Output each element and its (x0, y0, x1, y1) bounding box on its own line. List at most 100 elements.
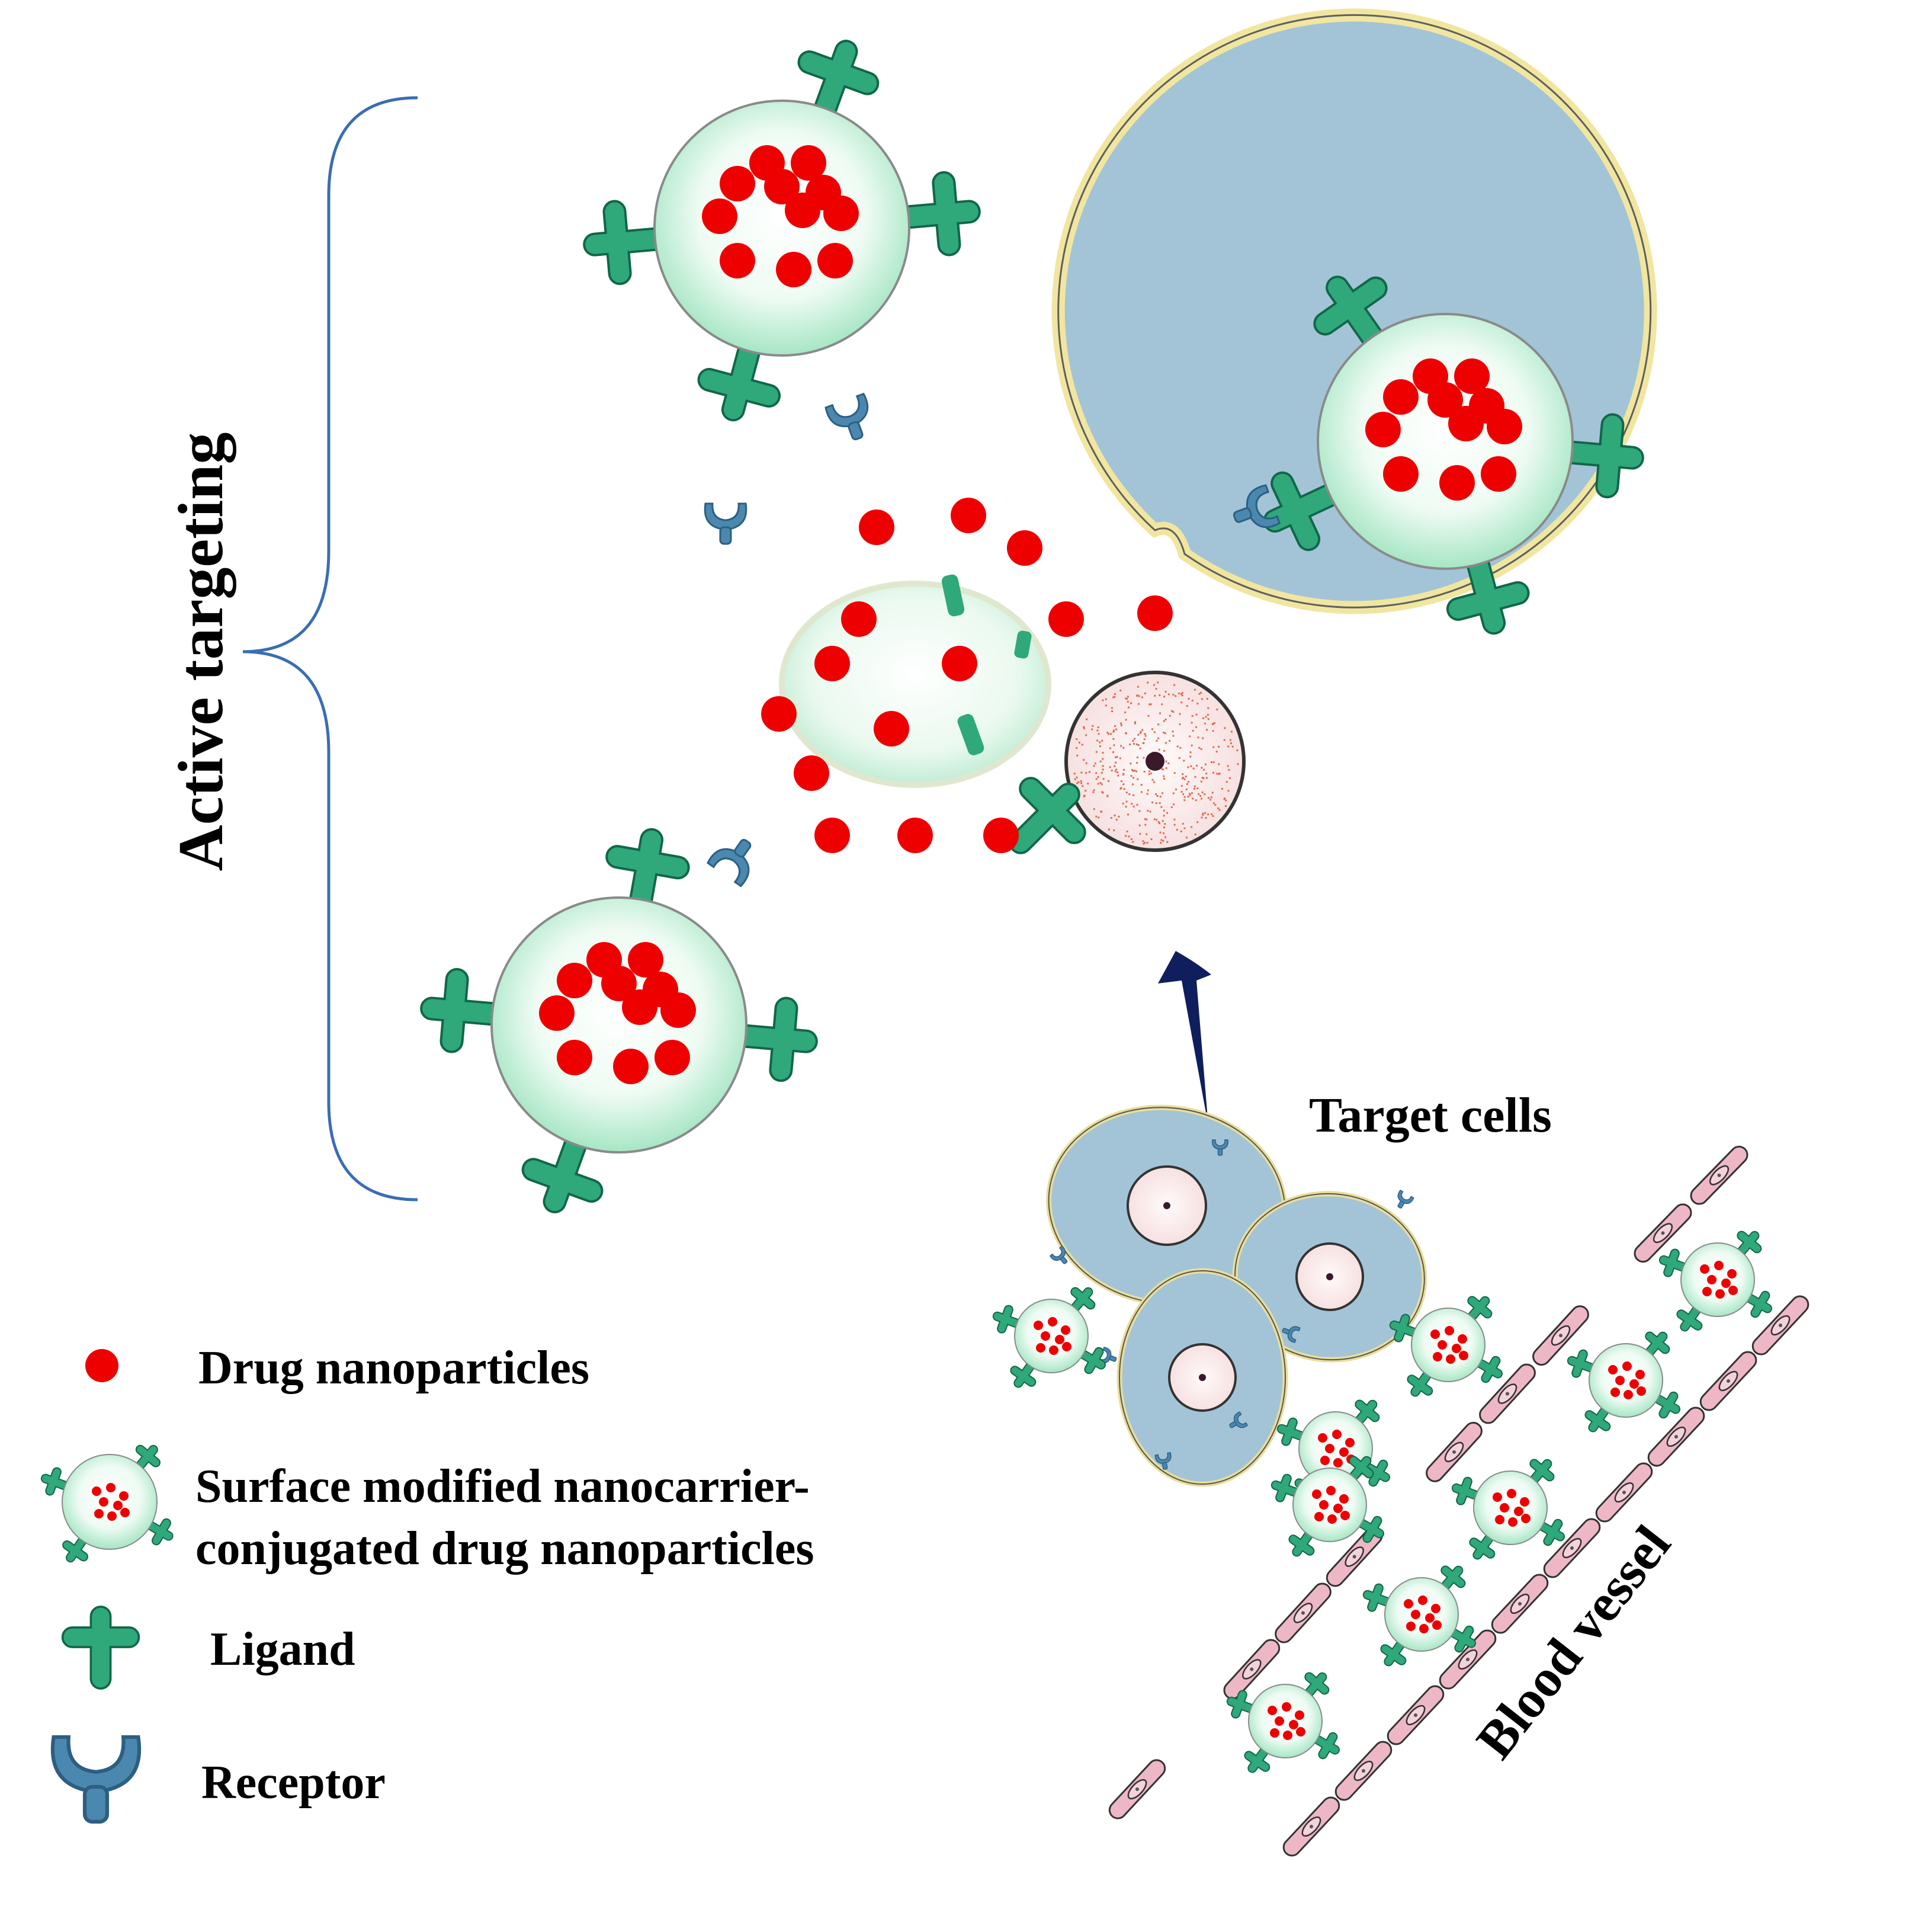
drug-nanoparticle (1433, 1352, 1442, 1361)
drug-nanoparticle (1326, 1486, 1336, 1495)
legend: Drug nanoparticles Surface modified nano… (36, 1342, 814, 1822)
vessel-cell (1271, 1579, 1335, 1647)
legend-label: Ligand (210, 1623, 355, 1675)
drug-nanoparticle (1404, 1599, 1413, 1609)
drug-nanoparticle (1333, 1504, 1343, 1513)
drug-nanoparticle (601, 966, 637, 1001)
receptor (1392, 1190, 1414, 1212)
drug-nanoparticle (1419, 1624, 1429, 1633)
receptor-icon (704, 502, 747, 545)
drug-nanoparticle (761, 696, 797, 732)
drug-nanoparticle (1702, 1287, 1712, 1296)
nanocarrier (1266, 1447, 1391, 1564)
nanocarrier (1358, 1557, 1483, 1674)
drug-nanoparticle (1137, 595, 1173, 631)
drug-nanoparticle (1508, 1517, 1517, 1527)
nanocarrier (1222, 1664, 1347, 1780)
drug-nanoparticle (1438, 1340, 1447, 1350)
drug-nanoparticle (1622, 1361, 1632, 1371)
legend-item-ligand: Ligand (61, 1606, 355, 1690)
vessel-cell (1696, 1347, 1761, 1415)
drug-nanoparticle (859, 510, 894, 545)
nanocarrier (1447, 1450, 1572, 1567)
drug-nanoparticle (92, 1486, 101, 1496)
drug-nanoparticle (1448, 406, 1484, 441)
drug-nanoparticle (1340, 1511, 1350, 1520)
drug-nanoparticle (113, 1501, 123, 1510)
drug-nanoparticle (1721, 1279, 1731, 1288)
drug-nanoparticle (1700, 1264, 1709, 1274)
drug-nanoparticle (1445, 1326, 1454, 1335)
drug-nanoparticle (791, 145, 826, 181)
drug-nanoparticle (106, 1483, 115, 1492)
drug-nanoparticle (1714, 1261, 1724, 1270)
vessel-cell (1487, 1570, 1552, 1638)
nanocarrier (1563, 1323, 1687, 1440)
drug-nanoparticle (622, 989, 657, 1025)
vessel-cell (1686, 1142, 1752, 1209)
drug-nanoparticle (1521, 1514, 1531, 1523)
drug-nanoparticle (539, 995, 575, 1031)
receptor (706, 828, 765, 887)
drug-nanoparticle (1319, 1500, 1329, 1510)
drug-nanoparticle (99, 1497, 108, 1507)
drug-nanoparticle (94, 1509, 104, 1518)
drug-nanoparticle (1728, 1286, 1738, 1295)
vessel-cell (1279, 1793, 1344, 1860)
drug-nanoparticle (942, 646, 977, 681)
drug-nanoparticle (951, 498, 986, 533)
drug-nanoparticle (1320, 1456, 1330, 1465)
drug-nanoparticle (1383, 456, 1419, 492)
drug-nanoparticle (785, 193, 820, 228)
nanocarrier-shell (1317, 313, 1574, 570)
drug-nanoparticle (1296, 1727, 1305, 1736)
drug-nanoparticle (1325, 1444, 1334, 1453)
target-cell (1116, 1268, 1288, 1487)
drug-nanoparticle (1048, 1317, 1057, 1327)
drug-nanoparticle (1327, 1514, 1337, 1524)
drug-nanoparticle (1383, 379, 1419, 415)
drug-nanoparticle (1049, 1345, 1058, 1355)
drug-nanoparticle (702, 198, 737, 234)
drug-nanoparticle (1500, 1503, 1509, 1513)
target-cell (1232, 1191, 1427, 1363)
drug-nanoparticle (841, 601, 877, 637)
drug-nanoparticle (1283, 1731, 1292, 1740)
drug-nanoparticle (874, 711, 909, 746)
nanocarrier (988, 1279, 1113, 1395)
drug-nanoparticle (119, 1491, 129, 1501)
drug-nanoparticle (1452, 1344, 1461, 1353)
drug-nanoparticle (1707, 1275, 1717, 1284)
drug-nanoparticle (1446, 1354, 1455, 1364)
drug-nanoparticle (1439, 465, 1475, 501)
drug-nanoparticle (817, 243, 853, 278)
drug-nanoparticle (1270, 1728, 1279, 1738)
arrow (1158, 951, 1211, 1126)
drug-nanoparticle (1487, 409, 1522, 444)
drug-nanoparticle (660, 992, 696, 1028)
drug-nanoparticle (1295, 1710, 1304, 1720)
ligand-icon (61, 1606, 140, 1690)
drug-nanoparticle (1493, 1492, 1502, 1502)
drug-nanoparticle (1007, 530, 1042, 566)
vessel-cell (1592, 1459, 1657, 1526)
drug-nanoparticle (1459, 1351, 1468, 1360)
drug-nanoparticle (897, 818, 933, 853)
drug-nanoparticle (1629, 1379, 1639, 1389)
drug-nanoparticle (628, 942, 663, 978)
drug-nanoparticle (1615, 1376, 1625, 1385)
nanocarrier (1227, 254, 1648, 645)
legend-label: Receptor (201, 1757, 386, 1809)
nanocarrier (1654, 1222, 1779, 1339)
drug-nanoparticle (1458, 1334, 1467, 1344)
receptor-icon (53, 1737, 139, 1822)
endosome (779, 581, 1051, 788)
nanocarrier (1385, 1287, 1510, 1404)
nanocarrier-shell (653, 100, 910, 357)
legend-label: conjugated drug nanoparticles (195, 1523, 814, 1575)
drug-nanoparticle (1268, 1706, 1277, 1715)
drug-nanoparticle (1418, 1595, 1427, 1605)
legend-label: Drug nanoparticles (198, 1342, 589, 1394)
nanocarrier (416, 821, 822, 1227)
